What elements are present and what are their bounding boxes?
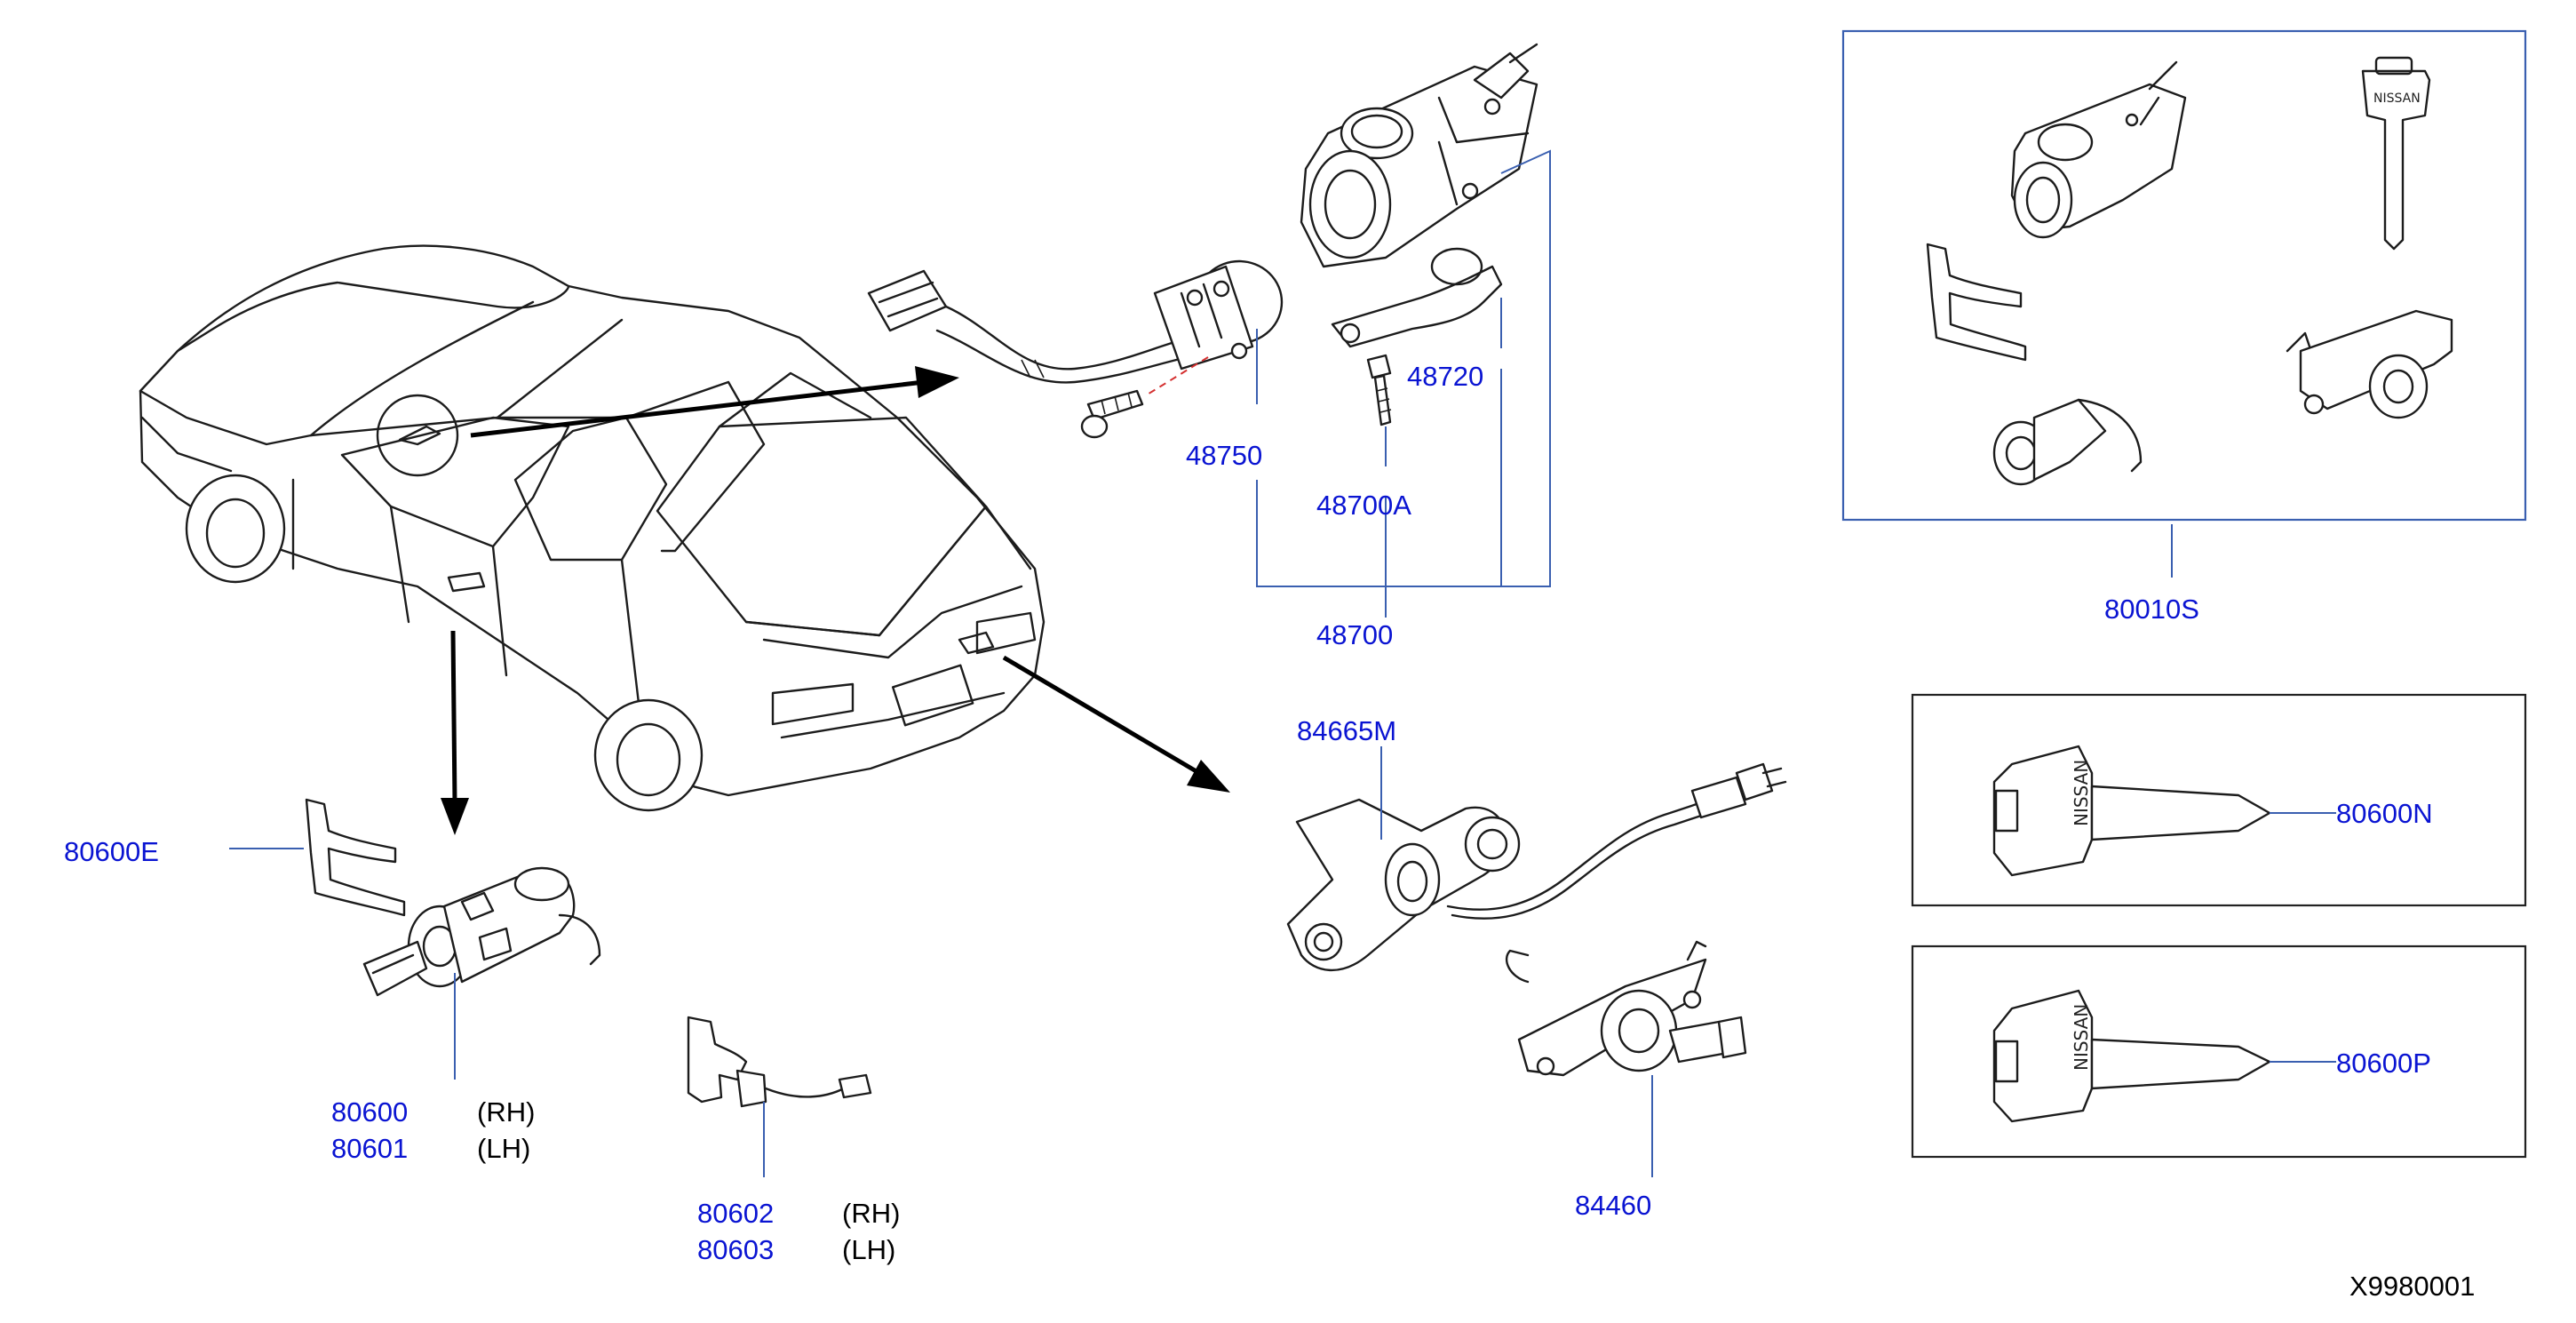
blank-key-80600N: NISSAN [1911, 693, 2527, 907]
part-label-84460: 84460 [1575, 1190, 1652, 1221]
part-label-48750: 48750 [1186, 440, 1263, 471]
side-label-80603-lh: (LH) [842, 1234, 896, 1265]
part-label-80600E: 80600E [64, 836, 159, 867]
diagram-reference-number: X9980001 [2349, 1271, 2476, 1302]
part-label-80600P: 80600P [2336, 1048, 2431, 1079]
part-label-80603: 80603 [697, 1234, 775, 1265]
steering-lock-48700 [1300, 43, 1538, 426]
leader-lines [229, 149, 2336, 1177]
part-label-48700: 48700 [1316, 619, 1394, 650]
side-label-80602-rh: (RH) [842, 1198, 901, 1229]
part-label-80602: 80602 [697, 1198, 775, 1229]
part-label-80010S: 80010S [2104, 594, 2199, 625]
key-p-brand: NISSAN [2071, 1004, 2092, 1071]
part-label-80601: 80601 [331, 1133, 409, 1164]
part-label-48700A: 48700A [1316, 490, 1411, 521]
part-label-48720: 48720 [1407, 361, 1484, 392]
door-switch-80602 [687, 1016, 872, 1108]
part-label-84665M: 84665M [1297, 715, 1397, 746]
part-label-80600N: 80600N [2336, 798, 2433, 829]
key-n-brand: NISSAN [2071, 760, 2092, 826]
door-lock-cylinder-80600 [305, 798, 601, 997]
side-label-80601-lh: (LH) [477, 1133, 531, 1164]
ignition-switch-48750 [867, 259, 1284, 439]
pointer-arrows [441, 366, 1230, 835]
side-label-80600-rh: (RH) [477, 1096, 536, 1128]
sedan-illustration [139, 244, 1046, 812]
lock-set-kit-80010S: NISSAN [1841, 29, 2527, 522]
trunk-lock-assembly [1286, 762, 1787, 1077]
kit-key-brand: NISSAN [2373, 92, 2421, 106]
blank-key-80600P: NISSAN [1911, 944, 2527, 1159]
part-label-80600: 80600 [331, 1096, 409, 1128]
